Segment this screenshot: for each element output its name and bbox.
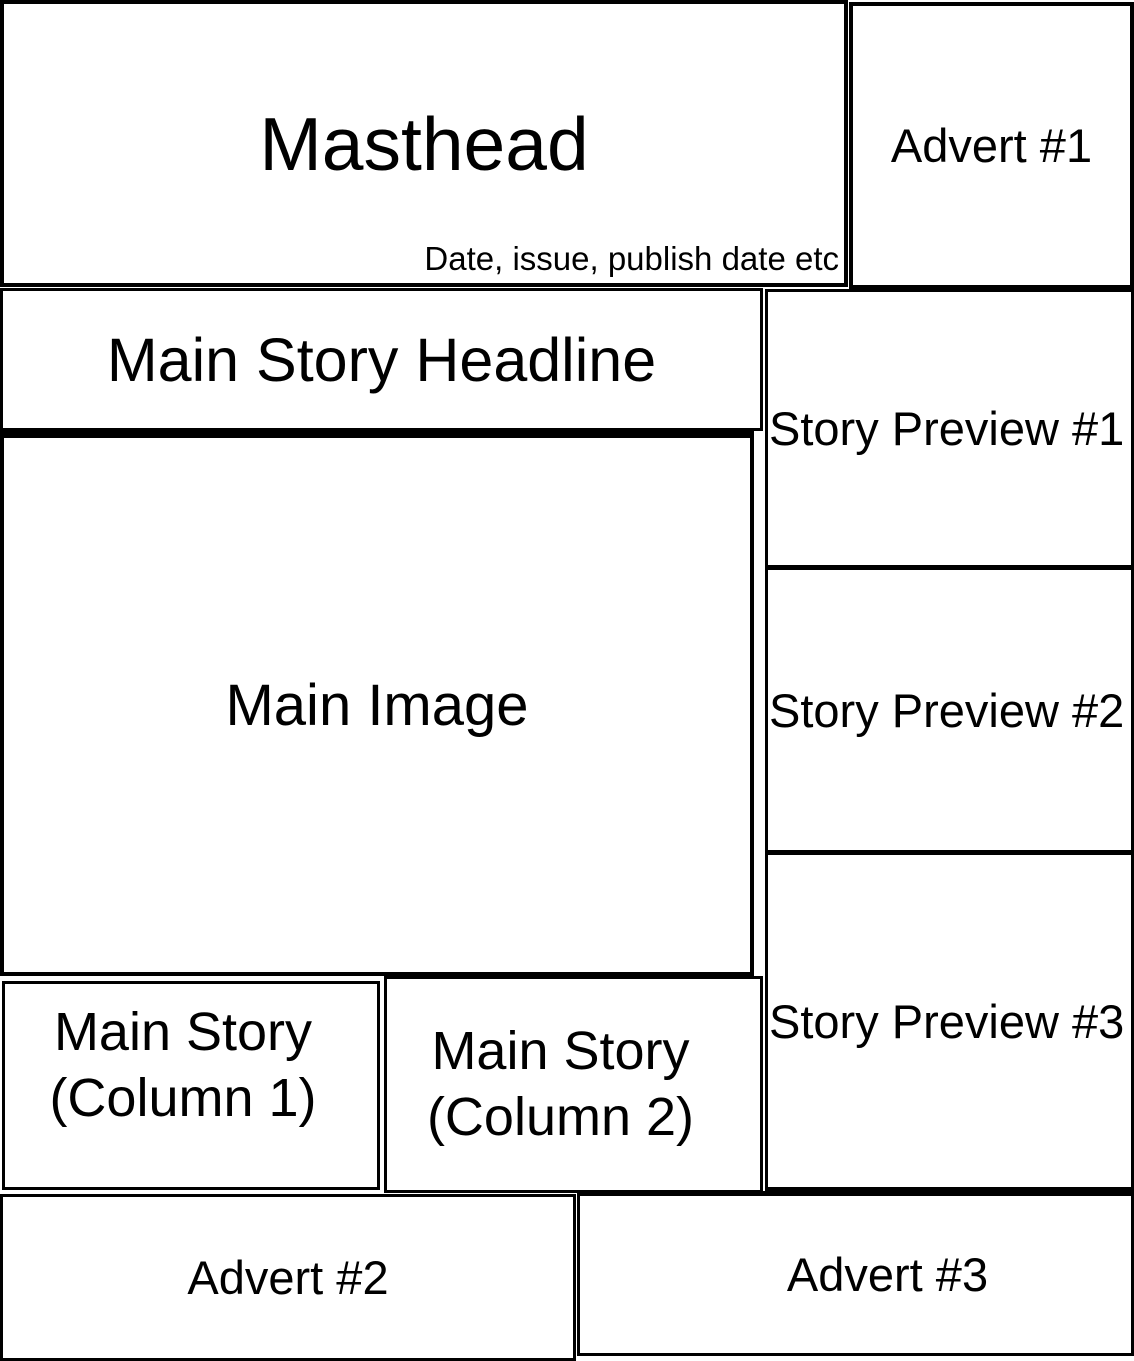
main-story-headline-label: Main Story Headline (106, 325, 657, 394)
advert-3-label: Advert #3 (786, 1248, 989, 1301)
main-image-label: Main Image (225, 672, 529, 738)
story-preview-3-label: Story Preview #3 (769, 994, 1125, 1048)
story-preview-1-label: Story Preview #1 (769, 402, 1125, 455)
main-story-column-2-box: Main Story (Column 2) (384, 976, 763, 1193)
advert-1-box: Advert #1 (849, 2, 1134, 289)
main-story-column-1-line2: (Column 1) (49, 1067, 317, 1128)
advert-3-box: Advert #3 (577, 1191, 1134, 1356)
main-story-column-2-line2: (Column 2) (426, 1086, 695, 1147)
main-story-column-1-line1: Main Story (53, 1001, 313, 1062)
story-preview-1-box: Story Preview #1 (765, 289, 1134, 568)
advert-2-box: Advert #2 (0, 1194, 576, 1361)
story-preview-3-box: Story Preview #3 (765, 852, 1134, 1193)
masthead-box: Masthead Date, issue, publish date etc (0, 0, 848, 287)
main-story-column-2-line1: Main Story (431, 1020, 690, 1081)
story-preview-2-box: Story Preview #2 (765, 567, 1134, 853)
advert-1-label: Advert #1 (890, 119, 1093, 172)
main-story-column-1-box: Main Story (Column 1) (2, 981, 380, 1190)
main-image-box: Main Image (0, 431, 754, 976)
advert-2-label: Advert #2 (187, 1251, 389, 1304)
masthead-subtitle: Date, issue, publish date etc (424, 240, 839, 277)
masthead-title: Masthead (259, 101, 589, 186)
story-preview-2-label: Story Preview #2 (769, 683, 1125, 737)
main-story-headline-box: Main Story Headline (0, 288, 763, 431)
